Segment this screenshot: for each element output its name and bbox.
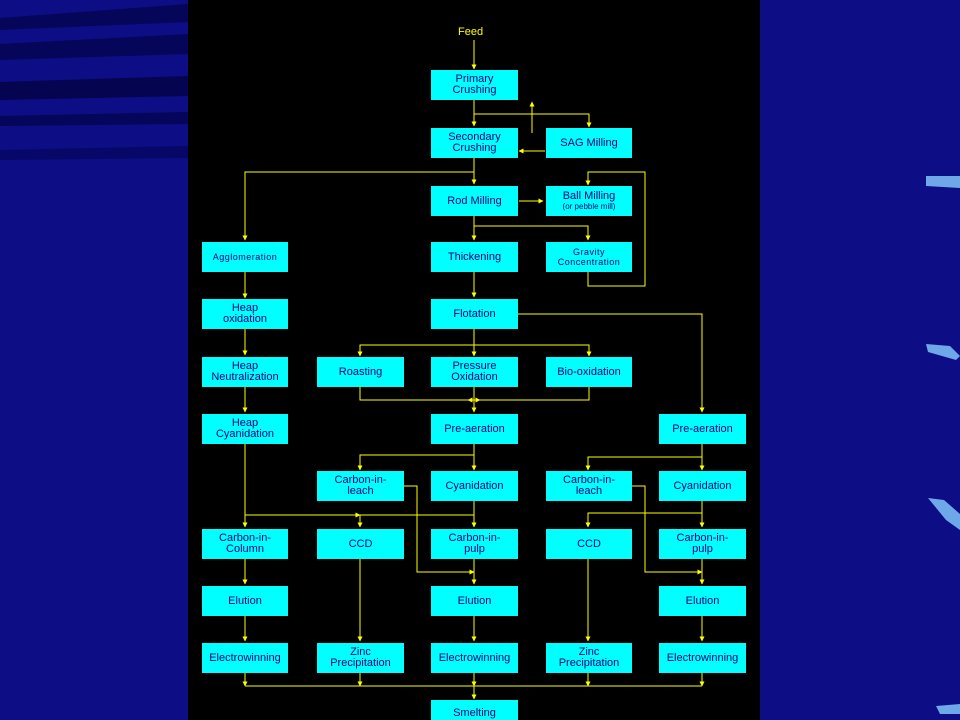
carbon-in-pulp-center-box: Carbon-in- pulp xyxy=(431,529,518,559)
ccd-center-box: CCD xyxy=(317,529,404,559)
primary-crushing-box: Primary Crushing xyxy=(431,70,518,100)
carbon-in-column-box: Carbon-in- Column xyxy=(202,529,288,559)
smelting-box: Smelting xyxy=(431,700,518,720)
pre-aeration-right-box: Pre-aeration xyxy=(659,414,746,444)
background-stripes-left xyxy=(0,0,188,720)
pressure-oxidation-box: Pressure Oxidation xyxy=(431,357,518,387)
feed-label: Feed xyxy=(458,26,484,38)
electrowinning-center-box: Electrowinning xyxy=(431,643,518,673)
pre-aeration-center-box: Pre-aeration xyxy=(431,414,518,444)
elution-right-box: Elution xyxy=(659,586,746,616)
cyanidation-right-box: Cyanidation xyxy=(659,471,746,501)
ball-milling-note: (or pebble mill) xyxy=(562,202,616,211)
roasting-box: Roasting xyxy=(317,357,404,387)
carbon-in-leach-center-box: Carbon-in- leach xyxy=(317,471,404,501)
elution-left-box: Elution xyxy=(202,586,288,616)
elution-center-box: Elution xyxy=(431,586,518,616)
ccd-right-box: CCD xyxy=(546,529,632,559)
zinc-precipitation-center-box: Zinc Precipitation xyxy=(317,643,404,673)
cyanidation-center-box: Cyanidation xyxy=(431,471,518,501)
background-stripes-right xyxy=(760,0,960,720)
rod-milling-box: Rod Milling xyxy=(431,186,518,216)
electrowinning-left-box: Electrowinning xyxy=(202,643,288,673)
agglomeration-box: Agglomeration xyxy=(202,242,288,272)
gravity-concentration-box: Gravity Concentration xyxy=(546,242,632,272)
carbon-in-leach-right-box: Carbon-in- leach xyxy=(546,471,632,501)
ball-milling-label: Ball Milling xyxy=(562,190,616,202)
heap-neutralization-box: Heap Neutralization xyxy=(202,357,288,387)
connector-lines xyxy=(242,40,705,700)
bio-oxidation-box: Bio-oxidation xyxy=(546,357,632,387)
secondary-crushing-box: Secondary Crushing xyxy=(431,128,518,158)
carbon-in-pulp-right-box: Carbon-in- pulp xyxy=(659,529,746,559)
thickening-box: Thickening xyxy=(431,242,518,272)
flowchart-slide: Feed Primary Crushing Secondary Crushing… xyxy=(188,0,760,720)
heap-oxidation-box: Heap oxidation xyxy=(202,299,288,329)
sag-milling-box: SAG Milling xyxy=(546,128,632,158)
zinc-precipitation-right-box: Zinc Precipitation xyxy=(546,643,632,673)
heap-cyanidation-box: Heap Cyanidation xyxy=(202,414,288,444)
electrowinning-right-box: Electrowinning xyxy=(659,643,746,673)
flotation-box: Flotation xyxy=(431,299,518,329)
ball-milling-box: Ball Milling (or pebble mill) xyxy=(546,186,632,216)
